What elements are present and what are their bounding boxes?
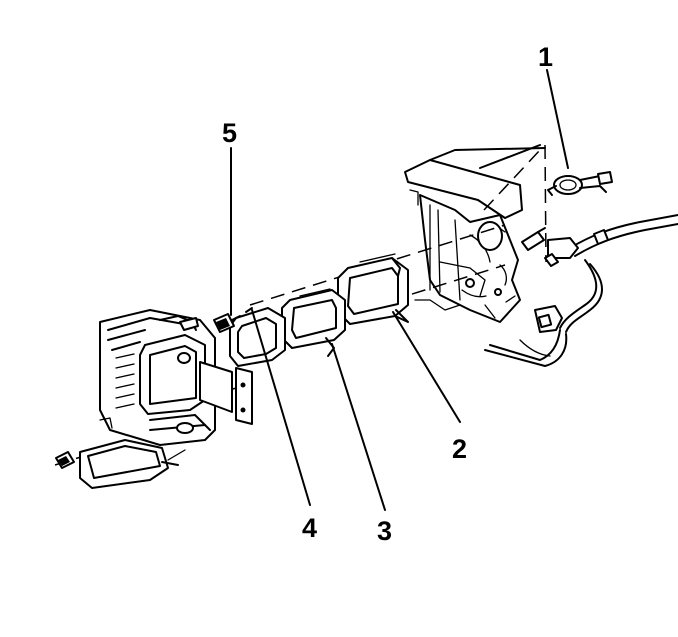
wiring-harness [484,214,678,367]
leader-line-3 [331,343,386,511]
radiator-support-frame [404,144,546,323]
leader-line-2 [392,311,461,423]
callout-4: 4 [302,513,318,543]
headlamp-housing-part-2 [337,253,409,325]
callout-1: 1 [538,42,554,72]
headlamp-capsule-part-3 [281,288,346,357]
leader-line-1 [546,69,569,169]
retaining-ring-part-4 [229,307,286,367]
leader-line-4 [251,309,311,506]
screw-part-5 [213,313,241,333]
front-grille-assembly [99,309,253,446]
park-turn-lamp [55,417,186,489]
fasteners-right [521,227,559,267]
callout-5: 5 [222,118,238,148]
callout-3: 3 [377,516,393,546]
callout-2: 2 [452,434,468,464]
headlamp-socket-part-1 [547,171,613,196]
